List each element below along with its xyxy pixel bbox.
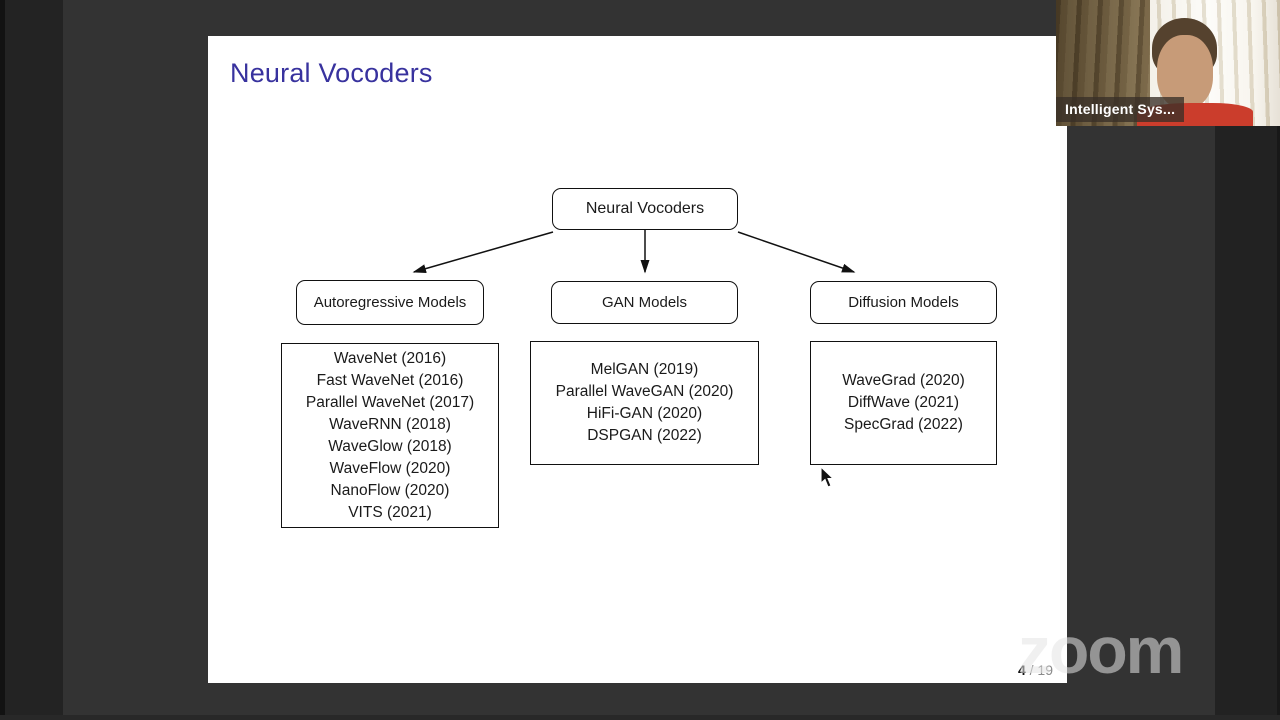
list-item: WaveNet (2016) — [333, 349, 447, 367]
mouse-cursor-icon — [820, 466, 835, 488]
list-item: DSPGAN (2022) — [587, 427, 702, 444]
webcam-person-face — [1156, 35, 1213, 109]
list-item: WaveRNN (2018) — [329, 415, 451, 433]
background-strip-bottom — [0, 715, 1280, 720]
page-current: 4 — [1017, 662, 1026, 678]
diffusion-model-list: WaveGrad (2020) DiffWave (2021) SpecGrad… — [810, 341, 997, 465]
autoregressive-model-list: WaveNet (2016) Fast WaveNet (2016) Paral… — [281, 343, 499, 528]
list-item: Parallel WaveGAN (2020) — [555, 383, 734, 400]
node-diffusion-models: Diffusion Models — [810, 281, 997, 324]
arrow-to-diffusion — [737, 231, 856, 273]
list-item: SpecGrad (2022) — [844, 416, 963, 433]
list-item: MelGAN (2019) — [590, 361, 699, 378]
page-total: 19 — [1037, 662, 1053, 678]
list-item: Parallel WaveNet (2017) — [305, 393, 475, 411]
background-column-left — [5, 0, 63, 715]
list-item: DiffWave (2021) — [847, 394, 960, 411]
screen-edge-right — [1277, 0, 1280, 720]
slide-title: Neural Vocoders — [230, 58, 433, 88]
list-item: Fast WaveNet (2016) — [316, 371, 464, 389]
list-item: WaveFlow (2020) — [329, 459, 451, 477]
participant-name-label: Intelligent Sys... — [1056, 97, 1185, 122]
screen-edge-left — [0, 0, 5, 720]
node-autoregressive-models: Autoregressive Models — [296, 280, 484, 325]
page-separator: / — [1025, 662, 1038, 678]
webcam-video-tile[interactable]: Intelligent Sys... — [1056, 0, 1280, 126]
slide-page-number: 4 / 19 — [1018, 662, 1053, 678]
list-item: WaveGlow (2018) — [328, 437, 452, 455]
presentation-slide: Neural Vocoders Neural Vocoders Autoregr… — [208, 36, 1067, 683]
arrow-to-autoregressive — [412, 231, 554, 274]
vocoder-tree-diagram: Neural Vocoders Autoregressive Models GA… — [208, 36, 1067, 683]
list-item: HiFi-GAN (2020) — [586, 405, 703, 422]
node-neural-vocoders: Neural Vocoders — [552, 188, 738, 230]
list-item: NanoFlow (2020) — [330, 481, 450, 499]
node-gan-models: GAN Models — [551, 281, 738, 324]
list-item: VITS (2021) — [348, 503, 432, 521]
list-item: WaveGrad (2020) — [842, 372, 965, 389]
gan-model-list: MelGAN (2019) Parallel WaveGAN (2020) Hi… — [530, 341, 759, 465]
